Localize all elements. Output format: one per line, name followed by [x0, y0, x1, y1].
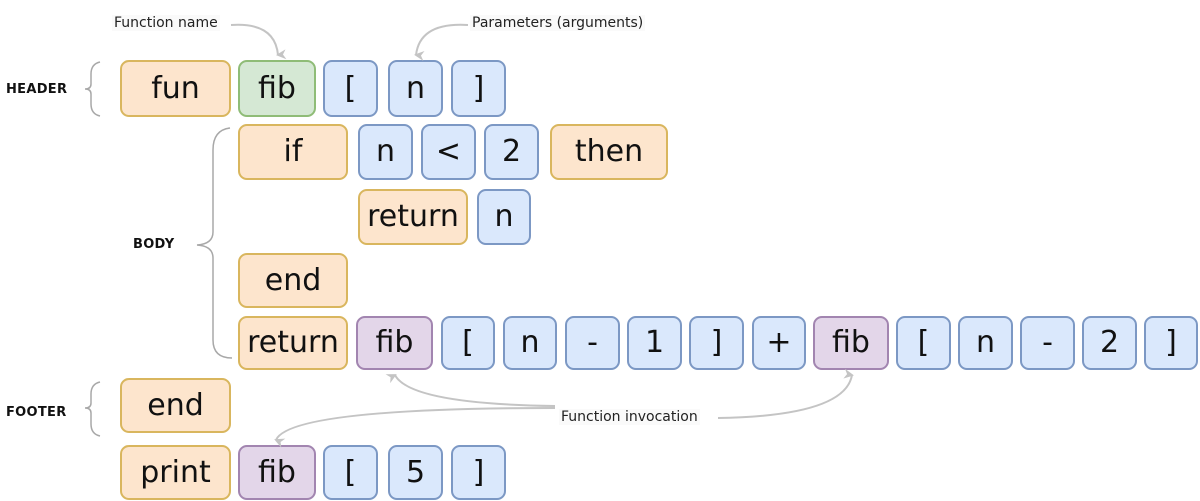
keyword-end-token: end	[120, 378, 231, 433]
parameters-arrow-icon	[414, 23, 469, 61]
keyword-return-token: return	[238, 316, 348, 370]
invocation-fib-token: fib	[238, 445, 316, 500]
function-name-token: fib	[238, 60, 316, 117]
keyword-return-token: return	[358, 189, 468, 245]
open-bracket-token: [	[441, 316, 495, 370]
header-section-label: HEADER	[6, 82, 68, 97]
return-value-n-token: n	[477, 189, 531, 245]
invocation-arrow-right-icon	[717, 368, 854, 419]
keyword-fun-token: fun	[120, 60, 231, 117]
close-bracket-token: ]	[451, 445, 506, 500]
invocation-arrow-print-icon	[274, 407, 556, 448]
close-bracket-token: ]	[451, 60, 506, 117]
function-name-annotation: Function name	[112, 15, 220, 31]
argument-5-token: 5	[388, 445, 443, 500]
open-bracket-token: [	[896, 316, 951, 370]
parameters-annotation: Parameters (arguments)	[470, 15, 646, 31]
operand-n-token: n	[958, 316, 1013, 370]
keyword-if-token: if	[238, 124, 348, 180]
footer-section-label: FOOTER	[6, 405, 67, 420]
header-brace-icon	[84, 61, 101, 117]
minus-token: -	[565, 316, 620, 370]
body-section-label: BODY	[133, 237, 175, 252]
body-brace-icon	[196, 127, 233, 359]
operand-n-token: n	[358, 124, 413, 180]
footer-brace-icon	[84, 381, 101, 437]
function-invocation-annotation: Function invocation	[559, 409, 700, 425]
keyword-print-token: print	[120, 445, 231, 500]
open-bracket-token: [	[323, 60, 378, 117]
plus-token: +	[752, 316, 806, 370]
keyword-end-token: end	[238, 253, 348, 308]
open-bracket-token: [	[323, 445, 378, 500]
less-than-token: <	[421, 124, 476, 180]
literal-2-token: 2	[484, 124, 539, 180]
parameter-n-token: n	[388, 60, 443, 117]
function-name-arrow-icon	[230, 23, 287, 60]
literal-2-token: 2	[1082, 316, 1137, 370]
close-bracket-token: ]	[689, 316, 744, 370]
minus-token: -	[1020, 316, 1075, 370]
operand-n-token: n	[503, 316, 557, 370]
invocation-fib-token: fib	[813, 316, 889, 370]
keyword-then-token: then	[550, 124, 668, 180]
invocation-arrow-left-icon	[385, 374, 556, 407]
close-bracket-token: ]	[1144, 316, 1198, 370]
literal-1-token: 1	[627, 316, 682, 370]
invocation-fib-token: fib	[356, 316, 433, 370]
